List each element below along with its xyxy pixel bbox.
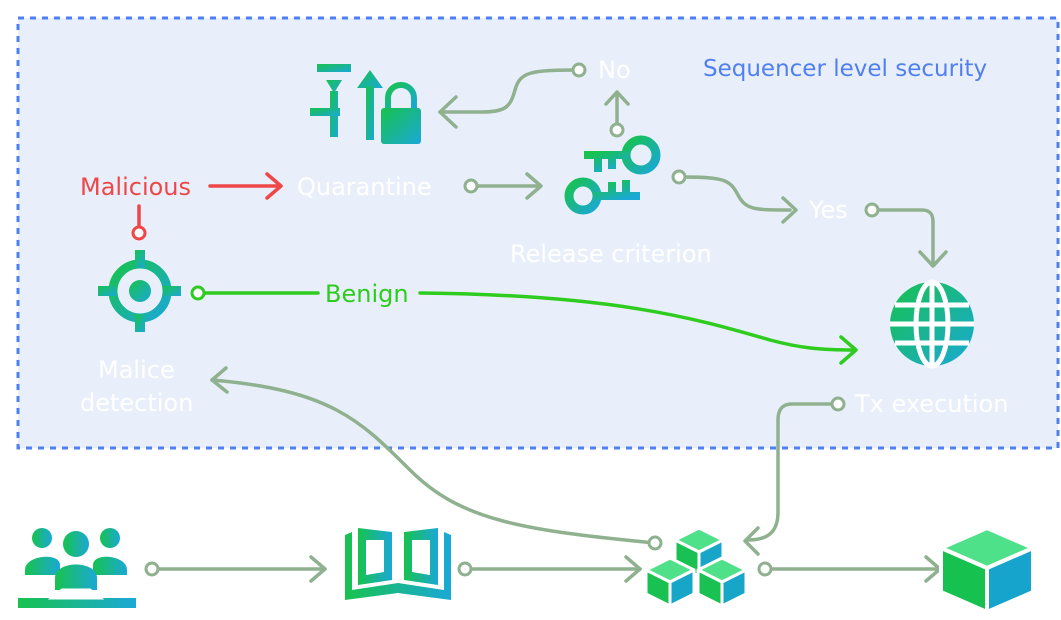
no-label: No: [598, 56, 631, 84]
blocks-icon: [644, 526, 748, 608]
malice-detection-label-line1: Malice: [98, 356, 175, 384]
book-icon: [345, 528, 451, 600]
arrowhead-yes: [781, 196, 798, 224]
arrowhead-blocks: [624, 555, 642, 583]
arrowhead-blocks-top: [743, 526, 760, 556]
globe-icon: [890, 279, 974, 369]
sequencer-security-region: [16, 16, 1060, 450]
connector-blocks-to-detection: [210, 378, 657, 545]
arrowhead-no: [604, 90, 630, 106]
connector-benign-to-execution: [418, 291, 857, 352]
malicious-label: Malicious: [80, 173, 192, 201]
connector-no-to-quarantine: [438, 68, 580, 114]
release-criterion-label: Release criterion: [510, 240, 712, 268]
yes-label: Yes: [809, 196, 848, 224]
arrowhead-release: [525, 172, 543, 200]
region-title: Sequencer level security: [703, 56, 988, 82]
arrowhead-benign: [839, 335, 858, 365]
connector-release-to-yes: [681, 175, 792, 212]
tx-execution-label: Tx execution: [855, 390, 1009, 418]
users-icon: [18, 528, 136, 608]
crosshair-icon: [98, 250, 181, 332]
arrowhead-execution: [918, 250, 948, 268]
quarantine-label: Quarantine: [297, 173, 432, 201]
arrowhead-quarantine: [265, 172, 283, 200]
malice-detection-label-line2: detection: [80, 389, 194, 417]
cube-icon: [939, 526, 1035, 614]
arrowhead-book: [309, 555, 327, 583]
keys-icon: [564, 135, 661, 215]
benign-label: Benign: [325, 280, 409, 308]
arrowhead-quarantine-icon: [438, 95, 458, 129]
arrowhead-detection: [210, 366, 229, 394]
connector-yes-to-execution: [874, 208, 935, 267]
quarantine-lock-icon: [310, 64, 421, 144]
connector-execution-to-blocks: [746, 402, 838, 542]
